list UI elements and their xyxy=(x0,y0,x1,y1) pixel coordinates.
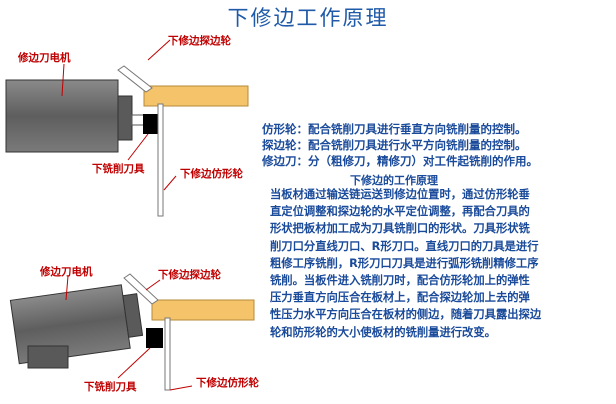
explanation-paragraph: 当板材通过输送链运送到修边位置时，通过仿形轮垂 直定位调整和探边轮的水平定位调整… xyxy=(270,186,610,341)
desc-probe-wheel: 探边轮：配合铣削刀具进行水平方向铣削量的控制。 xyxy=(262,138,527,152)
desc-trim-cutter: 修边刀：分（粗修刀，精修刀）对工件起铣削的作用。 xyxy=(262,154,538,168)
paragraph-line: 当板材通过输送链运送到修边位置时，通过仿形轮垂 xyxy=(270,188,530,201)
label-probe-top: 下修边探边轮 xyxy=(168,35,231,47)
top-board xyxy=(143,85,249,107)
paragraph-line: 粗修工序铣削，R形刀口刀具是进行弧形铣削精修工序 xyxy=(270,256,539,270)
bottom-motor-base xyxy=(27,345,69,369)
top-probe-arm xyxy=(117,65,153,93)
bottom-board xyxy=(151,299,255,321)
section-subtitle: 下修边的工作原理 xyxy=(350,174,438,187)
paragraph-line: 性压力水平方向压合在板材的侧边，随着刀具露出探边 xyxy=(270,308,542,322)
bottom-cutter xyxy=(146,328,163,348)
top-motor-plate xyxy=(117,95,133,141)
label-profile-bottom: 下修边仿形轮 xyxy=(196,377,259,389)
bottom-profile-arm xyxy=(164,317,171,391)
label-cutter-top: 下铣削刀具 xyxy=(92,163,145,175)
top-cutter xyxy=(143,114,160,134)
paragraph-line: 轮和防形轮的大小使板材的铣削量进行改变。 xyxy=(270,325,496,339)
label-motor-top: 修边刀电机 xyxy=(18,52,71,64)
top-assembly xyxy=(5,39,249,217)
bottom-assembly xyxy=(9,273,255,391)
bottom-motor-plate xyxy=(122,293,144,338)
desc-profile-wheel: 仿形轮：配合铣削刀具进行垂直方向铣削量的控制。 xyxy=(262,122,527,136)
label-cutter-bottom: 下铣削刀具 xyxy=(84,381,137,393)
paragraph-line: 铣削。当板件进入铣削刀时，配合仿形轮加上的弹性 xyxy=(270,274,530,288)
label-profile-top: 下修边仿形轮 xyxy=(180,168,243,180)
top-profile-arm xyxy=(157,103,164,217)
label-motor-bottom: 修边刀电机 xyxy=(40,266,93,278)
top-motor-spindle xyxy=(131,114,145,126)
paragraph-line: 削刀口分直线刀口、R形刀口。直线刀口的刀具是进行 xyxy=(270,239,539,253)
label-probe-bottom: 下修边探边轮 xyxy=(158,269,221,281)
bottom-probe-arm xyxy=(123,273,159,305)
paragraph-line: 形状把板材加工成为刀具铣削口的形状。刀具形状铣 xyxy=(270,222,530,236)
page-title: 下修边工作原理 xyxy=(227,6,389,30)
paragraph-line: 压力垂直方向压合在板材上，配合探边轮加上去的弹 xyxy=(270,291,530,305)
paragraph-line: 直定位调整和探边轮的水平定位调整，再配合刀具的 xyxy=(270,205,530,219)
